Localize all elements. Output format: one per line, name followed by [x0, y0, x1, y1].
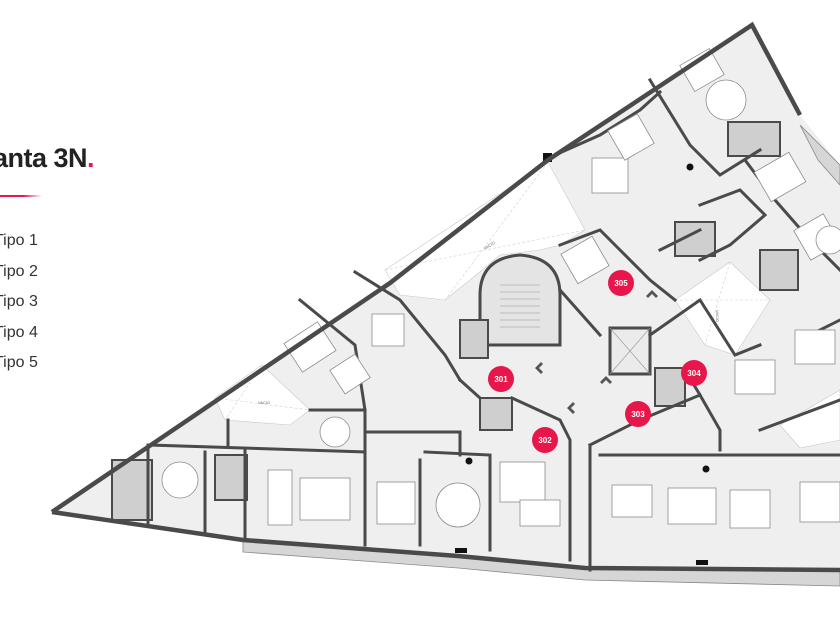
- void-label-north: VACIO: [483, 240, 496, 251]
- title-accent-dot: .: [87, 143, 95, 173]
- columns: [455, 153, 710, 565]
- void-area-north: [384, 161, 586, 301]
- type-item-3[interactable]: Tipo 3: [0, 293, 38, 310]
- entry-arrows: [535, 290, 658, 414]
- entry-arrow-icon: [600, 376, 612, 384]
- unit-marker-305-label: 305: [614, 279, 628, 288]
- page-title-text: lanta 3N: [0, 143, 88, 173]
- unit-marker-303-label: 303: [631, 410, 645, 419]
- unit-type-list: Tipo 1 Tipo 2 Tipo 3 Tipo 4 Tipo 5: [0, 229, 38, 382]
- unit-marker-305[interactable]: 305: [608, 270, 634, 296]
- title-underline: [0, 195, 42, 197]
- entry-arrow-icon: [535, 362, 543, 374]
- unit-marker-303[interactable]: 303: [625, 401, 651, 427]
- page-title: lanta 3N.: [0, 143, 95, 174]
- void-label-center: VACIO: [715, 310, 720, 322]
- terrace-strip-right: [799, 124, 840, 186]
- unit-marker-304[interactable]: 304: [681, 360, 707, 386]
- type-item-5[interactable]: Tipo 5: [0, 354, 38, 371]
- exterior-walls: [50, 21, 840, 573]
- type-item-1[interactable]: Tipo 1: [0, 232, 38, 249]
- type-item-4[interactable]: Tipo 4: [0, 323, 38, 341]
- void-area-center: [674, 261, 771, 356]
- entry-arrow-icon: [567, 402, 575, 414]
- stair-core: [478, 253, 652, 376]
- unit-marker-304-label: 304: [687, 369, 701, 378]
- void-area-west: [214, 364, 311, 426]
- entry-arrow-icon: [646, 290, 658, 298]
- furniture: [267, 47, 840, 529]
- void-label-west: VACIO: [258, 400, 270, 405]
- bathrooms: [111, 121, 799, 521]
- type-item-2[interactable]: Tipo 2: [0, 262, 38, 280]
- unit-marker-301-label: 301: [494, 375, 508, 384]
- unit-marker-302[interactable]: 302: [532, 427, 558, 453]
- round-furniture: [161, 79, 840, 528]
- unit-marker-302-label: 302: [538, 436, 552, 445]
- unit-marker-301[interactable]: 301: [488, 366, 514, 392]
- interior-walls: [146, 77, 840, 572]
